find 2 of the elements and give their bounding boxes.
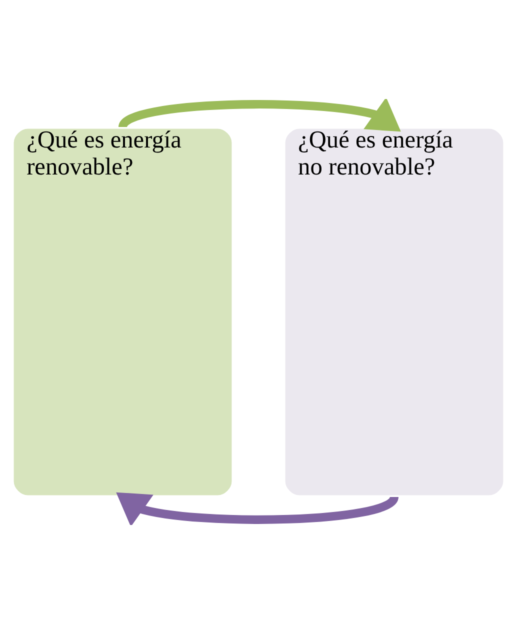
node-box: ¿Qué es energía no renovable?: [284, 128, 504, 496]
node-box: ¿Qué es energía renovable?: [12, 128, 233, 496]
